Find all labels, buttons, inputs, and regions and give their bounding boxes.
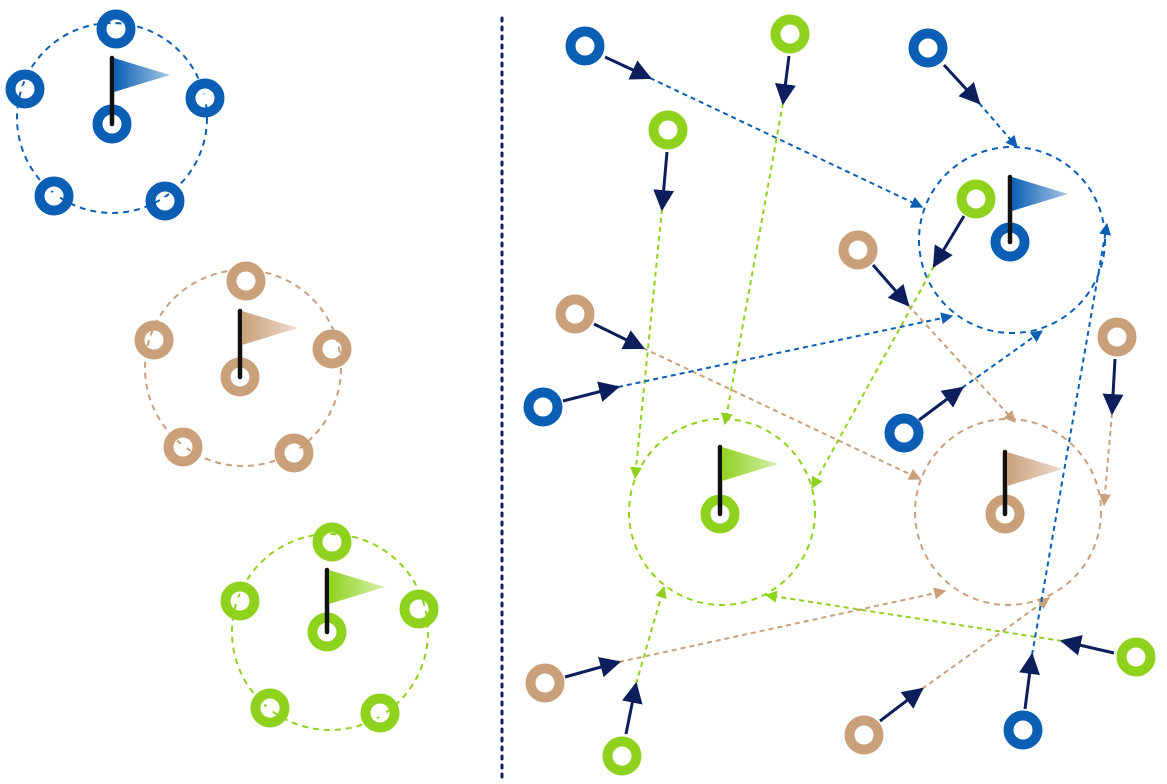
velocity-arrows: [562, 55, 1124, 735]
agent-node-tan: [844, 715, 884, 755]
agent-node-blue: [1003, 710, 1043, 750]
formation-cluster-blue: [5, 9, 225, 221]
formation-agent-node: [34, 176, 74, 216]
target-ring: [918, 146, 1106, 334]
velocity-arrow-icon: [918, 386, 964, 422]
formation-agent-node: [226, 261, 266, 301]
agent-node-blue: [884, 413, 924, 453]
formation-ring: [231, 533, 429, 731]
formation-agent-node: [360, 693, 400, 733]
formation-agent-node: [145, 181, 185, 221]
velocity-arrow-icon: [593, 322, 645, 350]
formation-agent-node: [274, 433, 314, 473]
goal-flag-icon: [237, 308, 298, 380]
agent-node-green: [956, 179, 996, 219]
assignment-path-green: [764, 590, 1063, 642]
velocity-arrow-icon: [942, 63, 981, 105]
formation-examples-panel: [5, 9, 439, 733]
assignment-path-blue: [617, 312, 954, 388]
goal-flag-icon: [717, 444, 778, 517]
formation-agent-node: [312, 329, 352, 369]
formation-agent-node: [250, 688, 290, 728]
velocity-arrow-icon: [879, 687, 924, 723]
assignment-path-blue: [1031, 222, 1112, 656]
agent-node-tan: [555, 294, 595, 334]
agent-node-tan: [525, 663, 565, 703]
velocity-arrow-icon: [621, 681, 643, 735]
assignment-path-tan: [921, 597, 1050, 690]
assignment-path-tan: [907, 304, 1016, 423]
assignment-path-green: [721, 102, 784, 426]
formation-agent-node: [5, 69, 45, 109]
assignment-paths: [617, 77, 1113, 690]
assignment-path-tan: [618, 587, 947, 663]
velocity-arrow-icon: [562, 381, 621, 403]
agent-node-blue: [565, 26, 605, 66]
assignment-path-green: [811, 265, 935, 490]
agent-node-blue: [908, 28, 948, 68]
goal-flag-icon: [1007, 174, 1068, 245]
agent-node-green: [648, 110, 688, 150]
velocity-arrow-icon: [564, 656, 622, 679]
formation-agent-node: [185, 78, 225, 118]
formation-agent-node: [96, 9, 136, 49]
velocity-arrow-icon: [871, 264, 910, 307]
target-ring: [628, 418, 816, 606]
target-rings: [628, 146, 1106, 606]
assignment-path-tan: [1098, 412, 1113, 507]
agent-node-tan: [1097, 317, 1137, 357]
target-group-tan: [914, 418, 1102, 606]
agent-node-green: [770, 14, 810, 54]
agent-nodes: [523, 14, 1156, 776]
formation-agent-node: [220, 581, 260, 621]
formation-ring: [144, 269, 342, 467]
agent-node-blue: [523, 387, 563, 427]
agent-node-green: [1116, 637, 1156, 677]
assignment-path-blue: [961, 330, 1043, 389]
target-group-green: [628, 418, 816, 606]
formation-agent-node: [134, 320, 174, 360]
velocity-arrow-icon: [653, 151, 675, 212]
assignment-path-tan: [642, 347, 922, 480]
assignment-path-green: [635, 585, 667, 685]
velocity-arrow-icon: [1019, 652, 1040, 710]
assignment-path-blue: [649, 77, 924, 208]
goal-flag-icon: [1002, 449, 1063, 517]
target-assignment-panel: [523, 14, 1156, 776]
velocity-arrow-icon: [1102, 358, 1124, 416]
target-ring: [914, 418, 1102, 606]
goal-flag-icon: [109, 55, 170, 127]
formation-agent-node: [163, 427, 203, 467]
assignment-path-green: [630, 208, 663, 480]
formation-agent-node: [399, 589, 439, 629]
goal-flag-icon: [324, 567, 385, 635]
formation-agent-node: [312, 522, 352, 562]
assignment-path-blue: [978, 102, 1018, 148]
velocity-arrow-icon: [1059, 635, 1115, 656]
formation-cluster-tan: [134, 261, 352, 473]
velocity-arrow-icon: [604, 55, 652, 80]
target-group-blue: [918, 146, 1106, 334]
agent-node-tan: [838, 230, 878, 270]
velocity-arrow-icon: [932, 215, 966, 268]
agent-node-green: [602, 736, 642, 776]
velocity-arrow-icon: [774, 55, 796, 106]
formation-ring: [16, 22, 208, 214]
formation-cluster-green: [220, 522, 439, 733]
